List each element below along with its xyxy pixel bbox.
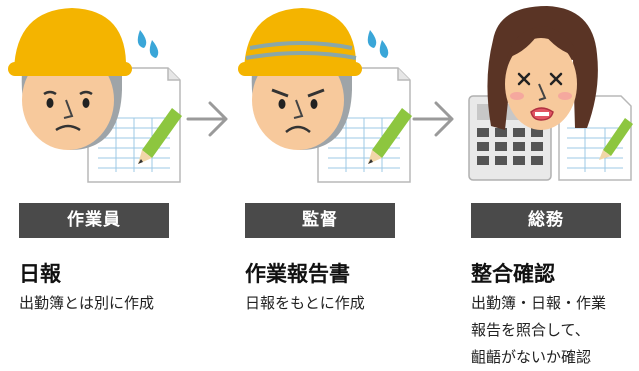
- pencil-icon: [599, 118, 633, 160]
- office-worker-face: [487, 6, 598, 130]
- task-description: 出勤簿・日報・作業 報告を照合して、 齟齬がないか確認: [471, 290, 606, 371]
- general-affairs-illustration: [468, 6, 633, 181]
- task-description-line: 出勤簿とは別に作成: [19, 294, 155, 312]
- arrow-right-icon: [412, 101, 454, 137]
- task-title-daily-report: 日報: [19, 262, 61, 286]
- task-title-work-report: 作業報告書: [245, 262, 350, 286]
- task-description: 出勤簿とは別に作成: [19, 290, 154, 317]
- worker-face: [8, 8, 132, 150]
- arrow-right-icon: [186, 101, 228, 137]
- task-description-line: 報告を照合して、: [471, 321, 590, 339]
- worker-illustration: [8, 8, 182, 183]
- supervisor-illustration: [238, 8, 412, 183]
- role-label-general-affairs: 総務: [471, 203, 621, 238]
- supervisor-face: [238, 8, 362, 150]
- sweat-drop-icon: [137, 30, 159, 58]
- pencil-icon: [368, 108, 412, 164]
- sweat-drop-icon: [367, 30, 389, 58]
- task-description-line: 齟齬がないか確認: [471, 348, 592, 366]
- task-description: 日報をもとに作成: [245, 290, 365, 317]
- task-description-line: 日報をもとに作成: [245, 294, 365, 312]
- role-label-supervisor: 監督: [245, 203, 395, 238]
- task-description-line: 出勤簿・日報・作業: [471, 294, 607, 312]
- role-label-worker: 作業員: [19, 203, 169, 238]
- pencil-icon: [138, 108, 182, 164]
- task-title-consistency-check: 整合確認: [471, 262, 555, 286]
